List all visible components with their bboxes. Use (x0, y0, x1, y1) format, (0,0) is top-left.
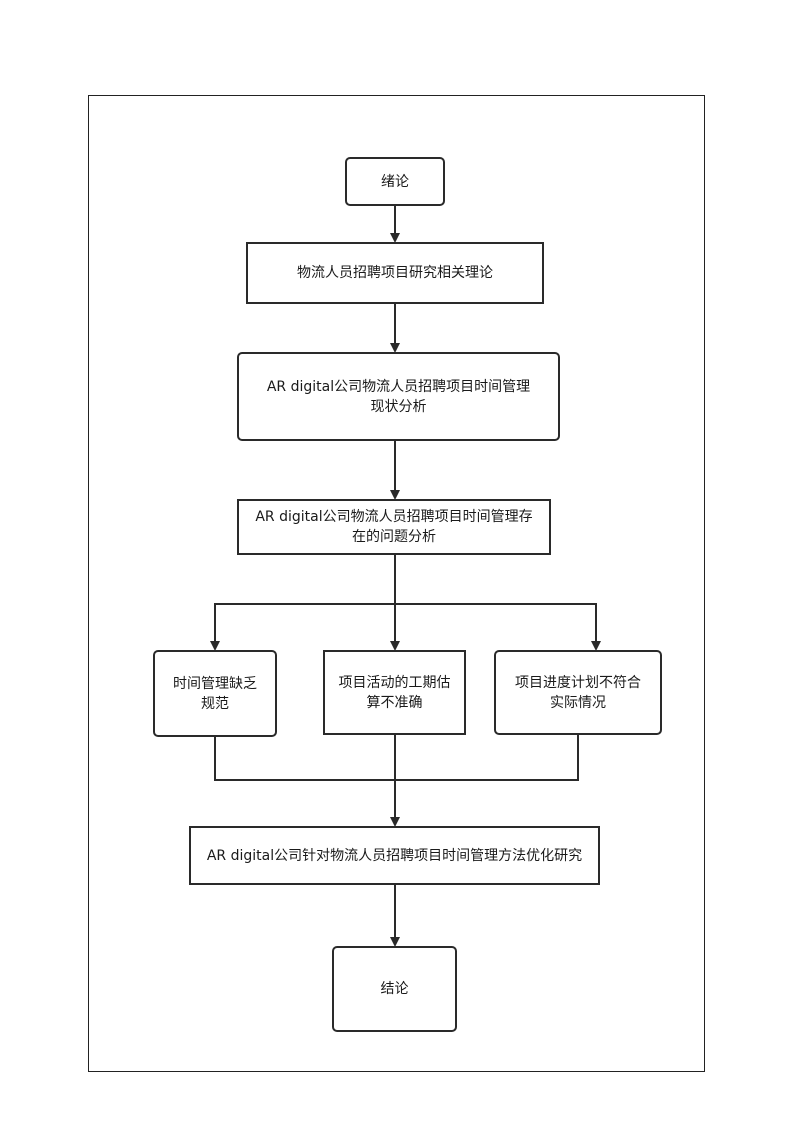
merge-line-problem-3 (395, 734, 579, 781)
problem-3-node-label: 项目进度计划不符合实际情况 (515, 674, 641, 711)
arrow-branch-to-problem-3 (395, 603, 601, 651)
problem-1-node: 时间管理缺乏规范 (153, 650, 277, 737)
merge-line-problem-1 (214, 737, 395, 781)
status-analysis-node: AR digital公司物流人员招聘项目时间管理现状分析 (237, 352, 560, 441)
problem-3-node: 项目进度计划不符合实际情况 (494, 650, 662, 735)
theory-node: 物流人员招聘项目研究相关理论 (246, 242, 544, 304)
theory-node-label: 物流人员招聘项目研究相关理论 (297, 265, 493, 281)
status-analysis-node-label: AR digital公司物流人员招聘项目时间管理现状分析 (266, 378, 531, 415)
problem-1-node-label: 时间管理缺乏规范 (173, 675, 257, 712)
start-node: 绪论 (345, 157, 445, 206)
problem-2-node-label: 项目活动的工期估算不准确 (338, 674, 451, 711)
diagram-frame (88, 95, 705, 1072)
problem-2-node: 项目活动的工期估算不准确 (323, 650, 466, 735)
problem-analysis-node-label: AR digital公司物流人员招聘项目时间管理存在的问题分析 (255, 509, 533, 545)
optimization-node-label: AR digital公司针对物流人员招聘项目时间管理方法优化研究 (206, 847, 583, 864)
optimization-node: AR digital公司针对物流人员招聘项目时间管理方法优化研究 (189, 826, 600, 885)
end-node-label: 结论 (380, 981, 409, 997)
start-node-label: 绪论 (381, 173, 409, 190)
end-node: 结论 (332, 946, 457, 1032)
problem-analysis-node: AR digital公司物流人员招聘项目时间管理存在的问题分析 (237, 499, 551, 555)
arrow-branch-to-problem-1 (210, 603, 395, 651)
